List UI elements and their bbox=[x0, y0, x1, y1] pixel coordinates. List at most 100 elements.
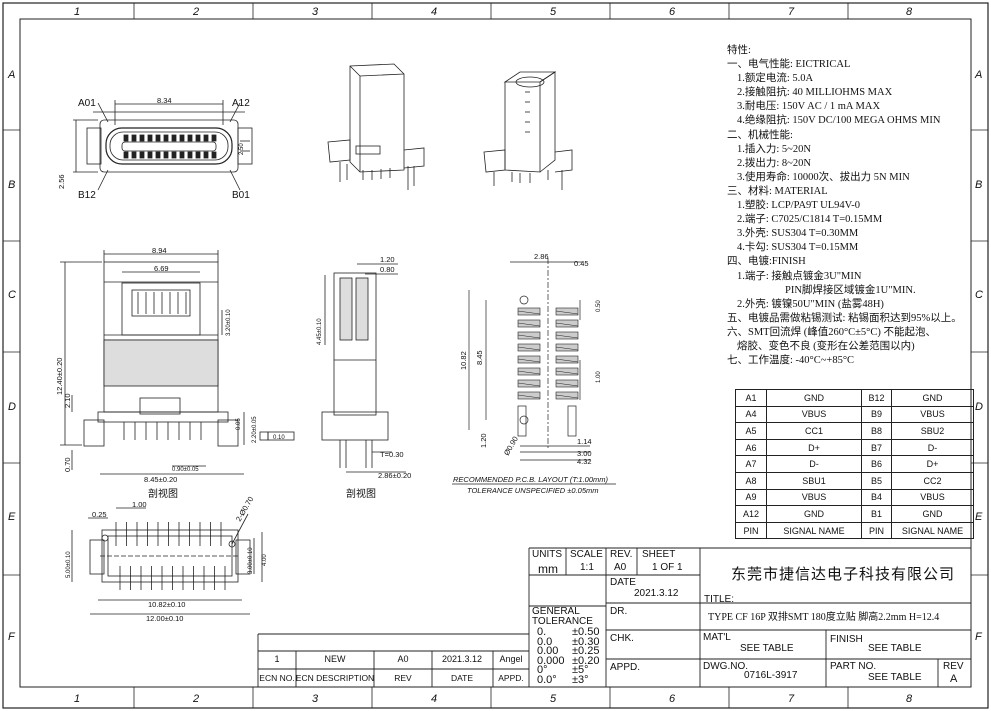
contact-top bbox=[179, 134, 185, 142]
spec-line: 三、材料: MATERIAL bbox=[727, 185, 828, 197]
zone-bottom-4: 4 bbox=[431, 693, 437, 705]
pin-cell: VBUS bbox=[891, 488, 974, 507]
spec-line: 2.接触阻抗: 40 MILLIOHMS MAX bbox=[737, 87, 893, 99]
zone-bottom-6: 6 bbox=[669, 693, 676, 705]
pcb-pad-left bbox=[517, 343, 541, 352]
company-name: 东莞市捷信达电子科技有限公司 bbox=[730, 565, 955, 583]
tolerance-value: ±5° bbox=[572, 664, 589, 676]
contact-top bbox=[123, 134, 129, 142]
pad-hatch bbox=[517, 382, 541, 387]
matl-label: MAT'L bbox=[703, 632, 731, 643]
spec-line: 2.外壳: 镀镍50U"MIN (盐雾48H) bbox=[737, 298, 884, 310]
spec-line: 六、SMT回流焊 (峰值260°C±5°C) 不能起泡、 bbox=[727, 326, 936, 338]
revision-cell: 2021.3.12 bbox=[441, 654, 483, 664]
contact-top bbox=[203, 134, 209, 142]
zone-left-D: D bbox=[8, 401, 16, 413]
title-label: TITLE: bbox=[704, 594, 735, 605]
spec-line: 七、工作温度: -40°C~+85°C bbox=[727, 355, 855, 367]
dim-2-20: 2.20±0.05 bbox=[252, 416, 258, 443]
pcb-dim-1-20: 1.20 bbox=[479, 433, 488, 448]
spec-line: 特性: bbox=[727, 45, 751, 56]
pcb-slot-left bbox=[517, 405, 527, 437]
section-label-1: 剖视图 bbox=[148, 487, 178, 500]
pcb-dim-4-32: 4.32 bbox=[577, 457, 592, 466]
pcb-pad-left bbox=[517, 367, 541, 376]
zone-right-C: C bbox=[975, 289, 983, 301]
revision-header: APPD. bbox=[498, 673, 524, 683]
pad-hatch bbox=[517, 334, 541, 339]
pin-cell: B1 bbox=[861, 505, 892, 523]
pin-cell: SIGNAL NAME bbox=[766, 521, 862, 540]
rev2-label: REV bbox=[943, 661, 964, 672]
pcb-pad-left bbox=[517, 391, 541, 400]
pin-cell: A9 bbox=[735, 488, 767, 507]
spec-line: 一、电气性能: EICTRICAL bbox=[727, 59, 851, 71]
spec-line: PIN脚焊接区域镀金1U"MIN. bbox=[785, 284, 916, 296]
bottom-dim-4-00: 4.00 bbox=[262, 554, 268, 566]
pin-cell: VBUS bbox=[766, 488, 862, 507]
pin-label-b12: B12 bbox=[78, 190, 96, 201]
sheet-value: 1 OF 1 bbox=[652, 562, 683, 573]
pad-hatch bbox=[555, 358, 579, 363]
sheet-label: SHEET bbox=[642, 549, 676, 560]
bottom-dim-1-00: 1.00 bbox=[132, 500, 147, 509]
units-label: UNITS bbox=[532, 549, 562, 560]
finish-label: FINISH bbox=[830, 634, 863, 645]
dim-1-20: 1.20 bbox=[380, 255, 395, 264]
side-section-view bbox=[321, 263, 406, 473]
pcb-pad-right bbox=[555, 391, 579, 400]
pad-hatch bbox=[555, 310, 579, 315]
spec-line: 2.拨出力: 8~20N bbox=[737, 157, 811, 169]
contact-bottom bbox=[179, 151, 185, 159]
contact-bottom bbox=[155, 151, 161, 159]
zone-top-8: 8 bbox=[906, 6, 913, 18]
pin-cell: D+ bbox=[891, 455, 974, 473]
pad-hatch bbox=[555, 382, 579, 387]
zone-bottom-5: 5 bbox=[550, 693, 557, 705]
zone-right-E: E bbox=[975, 511, 983, 523]
pin-cell: SIGNAL NAME bbox=[891, 521, 974, 540]
spec-line: 1.插入力: 5~20N bbox=[737, 143, 811, 155]
pcb-tolerance: TOLERANCE UNSPECIFIED ±0.05mm bbox=[467, 486, 599, 495]
pin-cell: A6 bbox=[735, 438, 767, 457]
matl-value: SEE TABLE bbox=[740, 643, 794, 654]
spec-line: 1.塑胶: LCP/PA9T UL94V-0 bbox=[737, 200, 861, 212]
bottom-dim-0-25: 0.25 bbox=[92, 510, 107, 519]
spec-line: 3.使用寿命: 10000次、拔出力 5N MIN bbox=[737, 171, 910, 183]
pin-cell: SBU2 bbox=[891, 422, 974, 440]
contact-bottom bbox=[187, 151, 193, 159]
contact-top bbox=[187, 134, 193, 142]
pad-hatch bbox=[517, 370, 541, 375]
revision-cell: NEW bbox=[324, 654, 346, 664]
zone-bottom-2: 2 bbox=[192, 693, 199, 705]
contact-top bbox=[195, 134, 201, 142]
pin-cell: B4 bbox=[861, 488, 892, 507]
pcb-dim-10-82: 10.82 bbox=[459, 351, 468, 370]
pcb-pad-right bbox=[555, 343, 579, 352]
dim-t-0-30: T=0.30 bbox=[380, 450, 404, 459]
pad-hatch bbox=[517, 322, 541, 327]
contact-top bbox=[211, 134, 217, 142]
section-label-2: 剖视图 bbox=[346, 487, 376, 500]
pin-cell: CC2 bbox=[891, 471, 974, 490]
finish-value: SEE TABLE bbox=[868, 643, 922, 654]
zone-left-E: E bbox=[8, 511, 16, 523]
contact-bottom bbox=[203, 151, 209, 159]
tolerance-value: ±3° bbox=[572, 673, 589, 686]
zone-right-B: B bbox=[975, 179, 982, 191]
side-elevation-view bbox=[60, 250, 295, 475]
dim-0-70: 0.70 bbox=[63, 457, 72, 472]
contact-bottom bbox=[131, 151, 137, 159]
pin-cell: A7 bbox=[735, 455, 767, 473]
rev-label: REV. bbox=[610, 549, 633, 560]
zone-right-D: D bbox=[975, 401, 983, 413]
scale-value: 1:1 bbox=[580, 562, 594, 573]
revision-header: REV bbox=[394, 673, 412, 683]
pcb-pad-right bbox=[555, 355, 579, 364]
pad-hatch bbox=[555, 322, 579, 327]
pcb-pad-right bbox=[555, 307, 579, 316]
pad-hatch bbox=[555, 394, 579, 399]
